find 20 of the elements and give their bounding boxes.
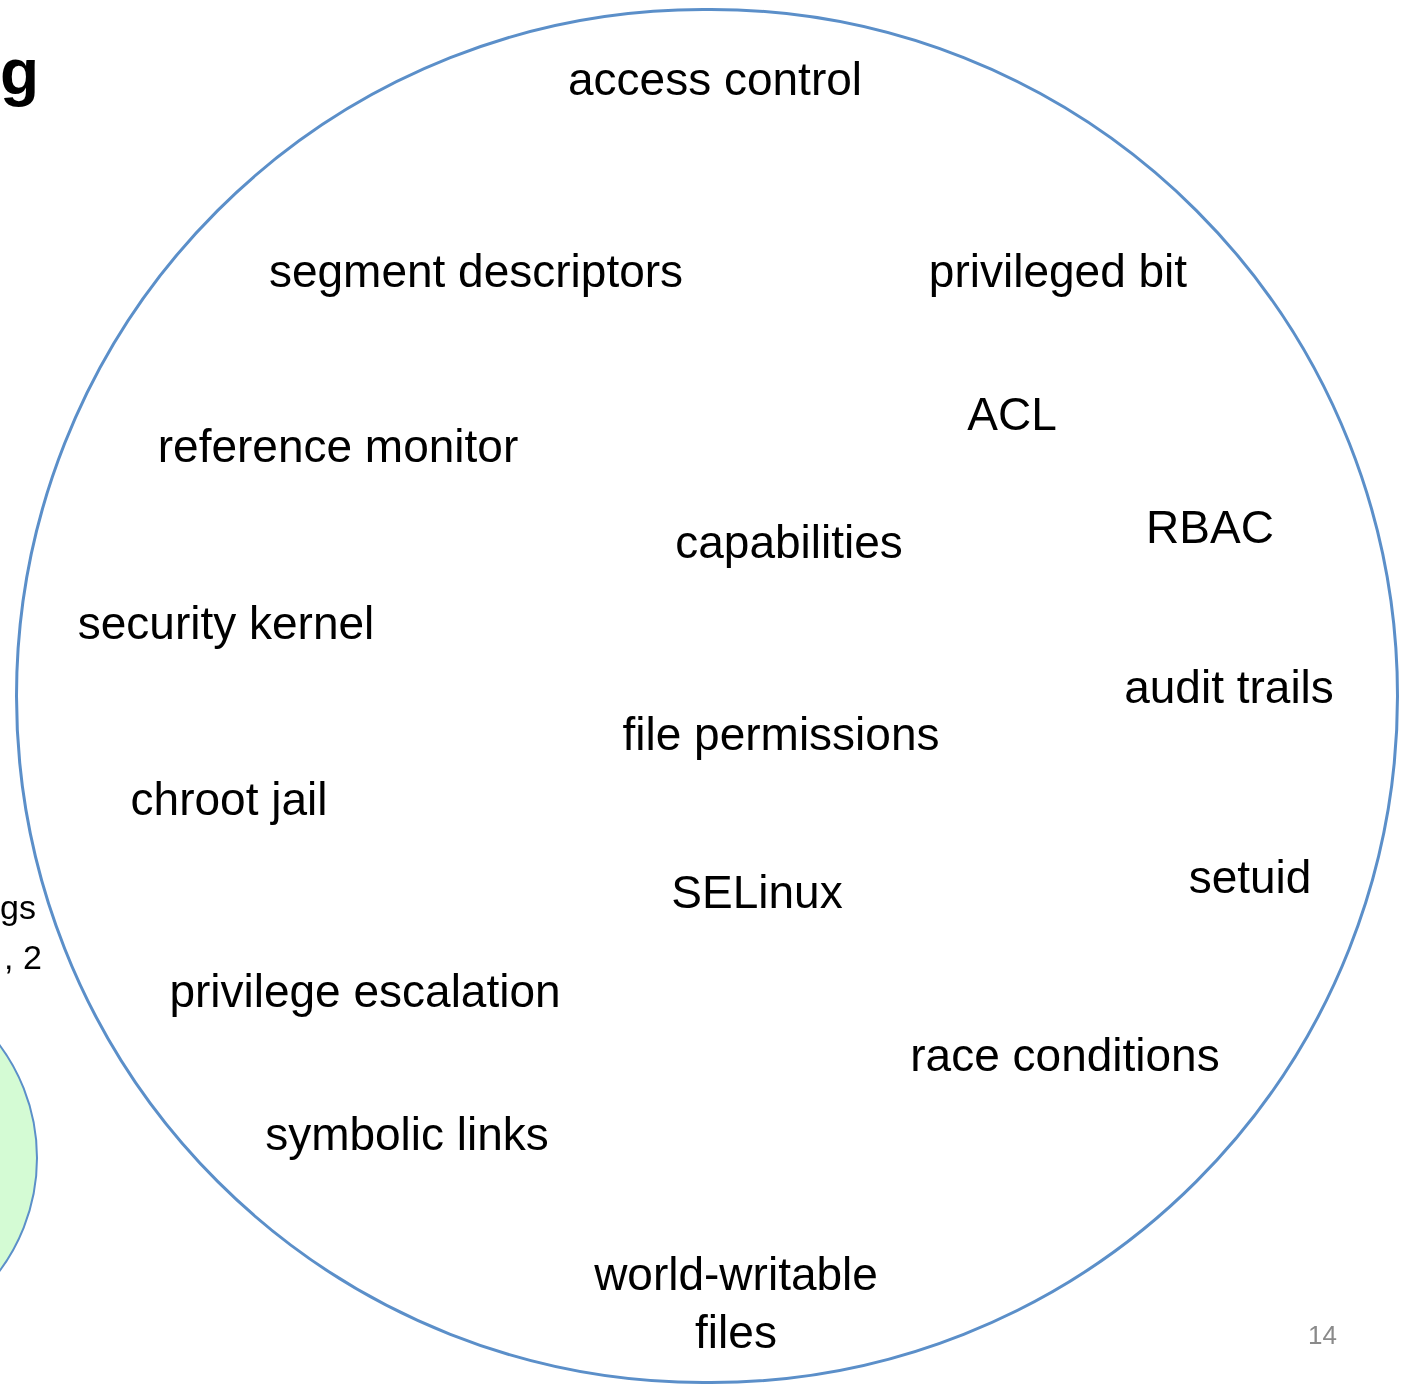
topic-term: world-writable files (593, 1246, 879, 1359)
topic-term: capabilities (675, 515, 903, 571)
topic-term: ACL (967, 387, 1057, 443)
topic-term: segment descriptors (268, 244, 684, 300)
topic-term: symbolic links (265, 1107, 549, 1163)
topic-term: race conditions (910, 1028, 1220, 1084)
topic-term: security kernel (77, 596, 375, 652)
page-number: 14 (1308, 1322, 1337, 1348)
topic-term: audit trails (1124, 660, 1334, 716)
topic-term: chroot jail (130, 772, 328, 828)
topic-term: SELinux (671, 865, 843, 921)
topic-term: file permissions (622, 707, 940, 763)
topic-term: privilege escalation (169, 964, 561, 1020)
label-text: , 2 (4, 940, 42, 974)
topic-term: setuid (1188, 850, 1312, 906)
topic-term: reference monitor (157, 419, 519, 475)
topic-term: RBAC (1146, 500, 1274, 556)
topic-term: privileged bit (928, 244, 1188, 300)
label-text: gs (0, 890, 36, 924)
topic-term: access control (568, 52, 862, 108)
